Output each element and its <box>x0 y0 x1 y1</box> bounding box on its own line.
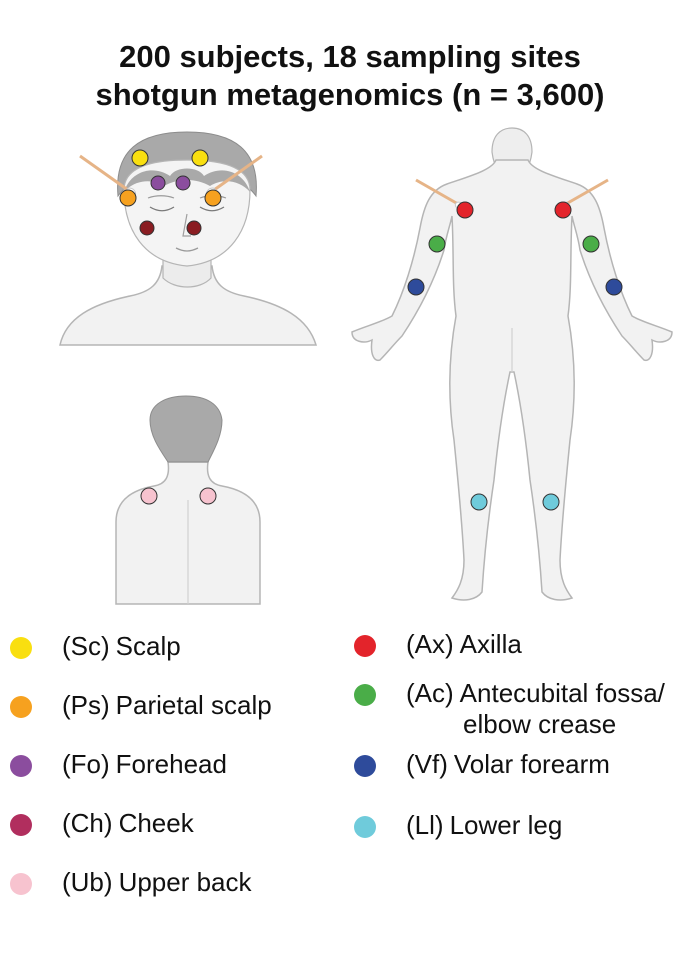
site-dot-axilla-left <box>456 201 474 219</box>
site-dot-scalp-right <box>191 149 209 167</box>
site-dot-volar-forearm-left <box>407 278 425 296</box>
legend-item-forehead: (Fo)Forehead <box>10 749 227 780</box>
site-dot-lower-leg-right <box>542 493 560 511</box>
legend-marker <box>10 755 32 777</box>
site-dot-forehead-right <box>175 175 191 191</box>
figure-title: 200 subjects, 18 sampling sites shotgun … <box>0 38 700 114</box>
legend-label: Antecubital fossa/ <box>459 678 665 708</box>
site-dot-forehead-left <box>150 175 166 191</box>
full-body-illustration <box>351 127 673 601</box>
legend-label: Axilla <box>459 629 522 659</box>
legend-marker <box>354 684 376 706</box>
sampling-site-markers <box>119 149 623 511</box>
site-dot-antecubital-left <box>428 235 446 253</box>
legend-marker <box>354 816 376 838</box>
legend-label: Cheek <box>118 808 194 838</box>
legend-code: (Ps) <box>62 690 110 720</box>
legend-code: (Ll) <box>406 810 444 840</box>
site-dot-parietal-scalp-left <box>119 189 137 207</box>
swab-stick-left <box>79 154 129 192</box>
upper-back-illustration <box>115 395 261 605</box>
legend-marker <box>10 873 32 895</box>
title-line-1: 200 subjects, 18 sampling sites <box>119 39 581 74</box>
site-dot-upper-back-right <box>199 487 217 505</box>
legend-item-axilla: (Ax)Axilla <box>354 629 522 660</box>
legend-label: Forehead <box>115 749 227 779</box>
legend-code: (Sc) <box>62 631 110 661</box>
legend-item-lower-leg: (Ll)Lower leg <box>354 810 562 841</box>
legend-item-upper-back: (Ub)Upper back <box>10 867 252 898</box>
legend-label: Lower leg <box>449 810 563 840</box>
head-front-illustration <box>59 131 318 346</box>
legend-label: Parietal scalp <box>115 690 272 720</box>
legend-label: Upper back <box>118 867 252 897</box>
legend-code: (Ac) <box>406 678 454 708</box>
swab-stick-axilla-left <box>415 178 459 206</box>
site-dot-lower-leg-left <box>470 493 488 511</box>
legend-item-antecubital-fossa: (Ac)Antecubital fossa/elbow crease <box>354 678 665 740</box>
legend-code: (Vf) <box>406 749 448 779</box>
legend-label: Scalp <box>115 631 181 661</box>
legend-code: (Ub) <box>62 867 113 897</box>
legend-item-cheek: (Ch)Cheek <box>10 808 194 839</box>
legend-code: (Ax) <box>406 629 454 659</box>
legend-marker <box>354 635 376 657</box>
title-line-2: shotgun metagenomics (n = 3,600) <box>95 77 605 112</box>
legend-marker <box>10 696 32 718</box>
site-dot-antecubital-right <box>582 235 600 253</box>
site-dot-parietal-scalp-right <box>204 189 222 207</box>
site-dot-volar-forearm-right <box>605 278 623 296</box>
legend-marker <box>10 637 32 659</box>
site-dot-cheek-left <box>139 220 155 236</box>
legend-code: (Fo) <box>62 749 110 779</box>
legend-marker <box>354 755 376 777</box>
site-dot-axilla-right <box>554 201 572 219</box>
swab-stick-right <box>213 154 263 192</box>
site-dot-scalp-left <box>131 149 149 167</box>
legend-code: (Ch) <box>62 808 113 838</box>
legend-marker <box>10 814 32 836</box>
swab-stick-axilla-right <box>565 178 609 206</box>
legend-item-volar-forearm: (Vf)Volar forearm <box>354 749 610 780</box>
legend-item-parietal-scalp: (Ps)Parietal scalp <box>10 690 272 721</box>
site-dot-cheek-right <box>186 220 202 236</box>
legend-label: Volar forearm <box>453 749 610 779</box>
site-dot-upper-back-left <box>140 487 158 505</box>
legend-item-scalp: (Sc)Scalp <box>10 631 181 662</box>
legend-label-line-2: elbow crease <box>463 709 617 739</box>
